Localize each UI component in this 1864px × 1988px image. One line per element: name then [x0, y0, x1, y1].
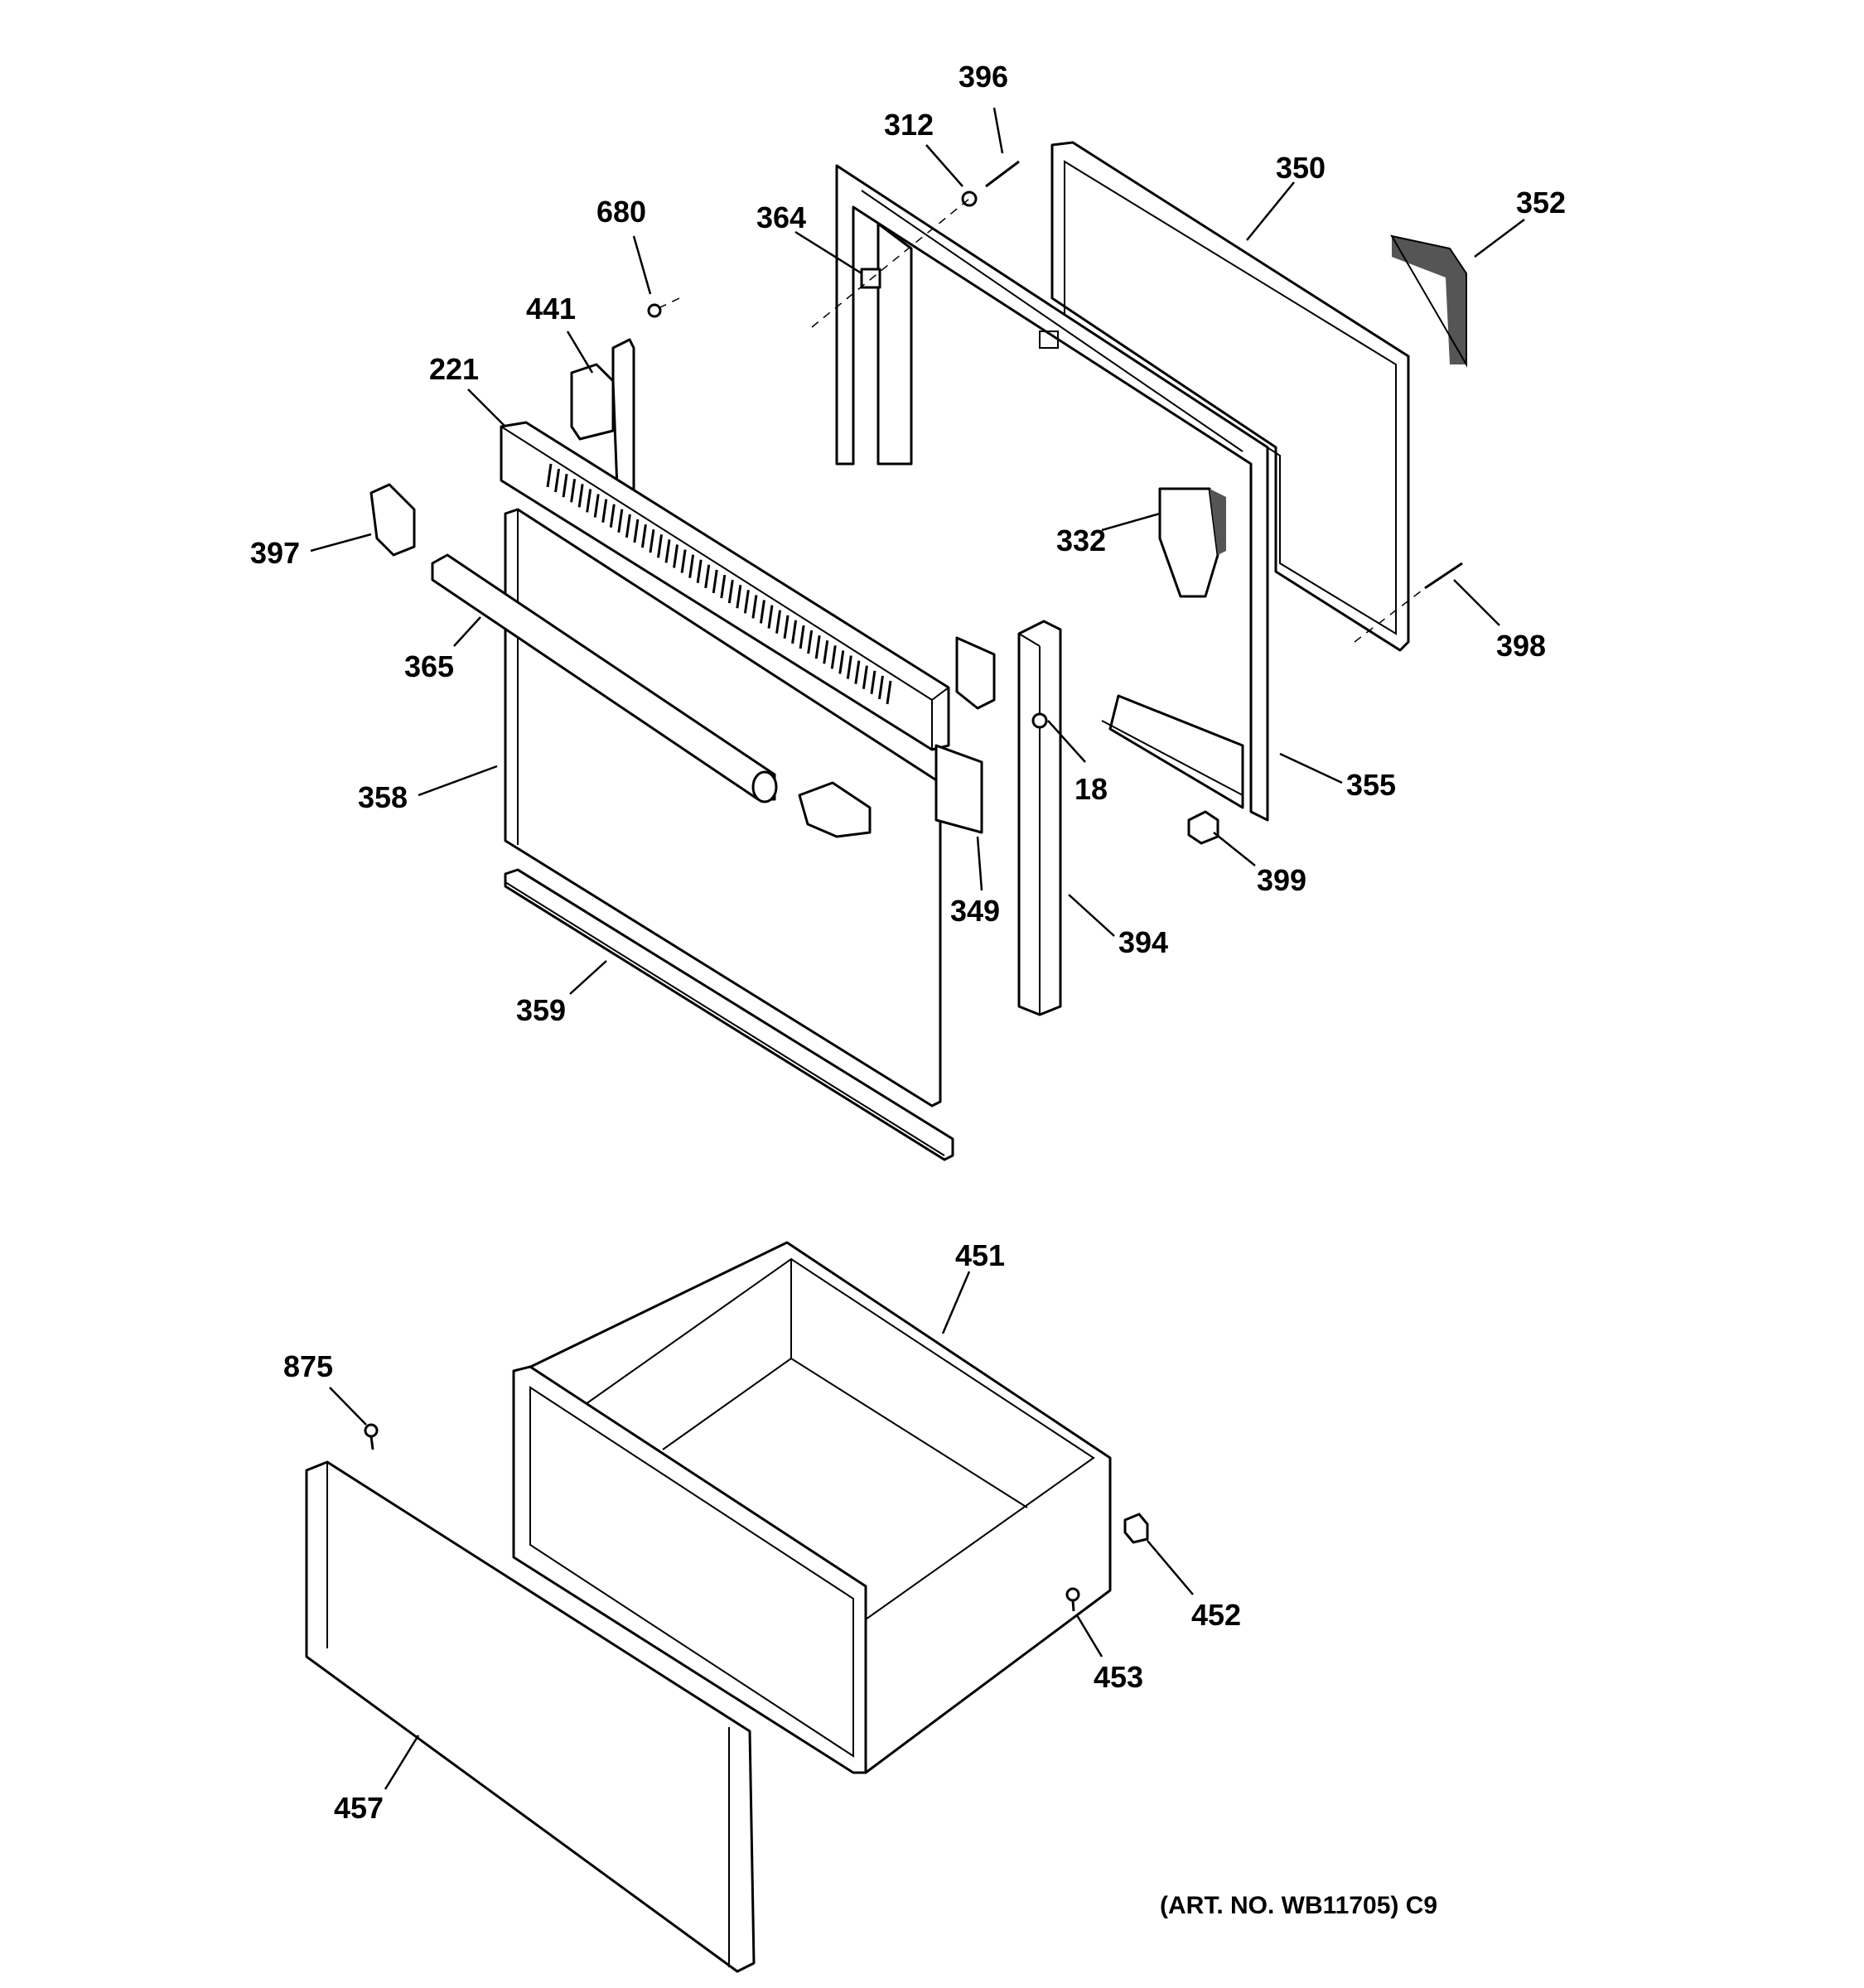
callout-18: 18 [1074, 772, 1108, 806]
part-gasket [1390, 234, 1467, 368]
vent-slot [791, 620, 798, 644]
part-backguard-vents [546, 463, 892, 705]
leader-lines [310, 107, 1525, 1790]
vent-slot [664, 539, 671, 563]
vent-slot [743, 590, 750, 614]
vent-slot [546, 463, 553, 488]
callout-394: 394 [1118, 925, 1168, 959]
callout-352: 352 [1516, 186, 1566, 220]
part-door-frame [835, 164, 1269, 822]
callout-398: 398 [1496, 629, 1546, 663]
part-door-handle [431, 553, 778, 803]
callout-457: 457 [334, 1791, 384, 1825]
callout-350: 350 [1276, 151, 1326, 185]
vent-slot [712, 569, 718, 594]
callout-441: 441 [526, 292, 576, 326]
callout-364: 364 [756, 200, 806, 234]
part-handle-cap [798, 781, 872, 838]
art-number: (ART. NO. WB11705) C9 [1160, 1892, 1437, 1919]
callout-332: 332 [1056, 524, 1106, 557]
callout-397: 397 [250, 536, 300, 570]
part-drawer-inner-front [512, 1365, 867, 1774]
vent-slot [838, 650, 845, 674]
callout-349: 349 [950, 894, 1000, 928]
vent-slot [609, 504, 616, 528]
part-door-panel [504, 508, 942, 1107]
part-bracket-441 [570, 338, 635, 490]
part-bracket-side [955, 636, 996, 710]
vent-slot [775, 610, 781, 634]
vent-slot [720, 574, 727, 599]
vent-slot [633, 519, 640, 543]
vent-slot [799, 625, 805, 649]
vent-slot [736, 585, 742, 609]
part-insulation [1158, 487, 1226, 598]
vent-slot [562, 473, 568, 498]
callout-399: 399 [1257, 863, 1306, 897]
vent-slot [601, 499, 608, 523]
vent-slot [657, 534, 663, 558]
callout-453: 453 [1094, 1660, 1143, 1694]
callout-452: 452 [1191, 1598, 1241, 1632]
part-screw-453 [1065, 1587, 1080, 1612]
vent-slot [886, 680, 892, 705]
part-bottom-trim [504, 868, 954, 1161]
part-screw-398 [1424, 562, 1463, 590]
vent-slot [577, 484, 584, 508]
vent-slot [586, 489, 592, 513]
part-inner-door-panel [1039, 141, 1410, 652]
vent-slot [640, 524, 647, 548]
vent-slot [673, 544, 679, 568]
callout-451: 451 [955, 1238, 1005, 1272]
vent-slot [823, 640, 829, 664]
callout-365: 365 [404, 649, 454, 683]
vent-slot [751, 595, 758, 619]
callout-358: 358 [358, 780, 408, 814]
vent-slot [846, 655, 852, 679]
part-end-cap [369, 483, 416, 557]
vent-slot [554, 468, 561, 493]
part-spacer-364 [860, 268, 881, 289]
part-glide-452 [1123, 1513, 1149, 1544]
part-drawer-front [305, 1460, 756, 1973]
callout-875: 875 [283, 1349, 333, 1383]
callout-396: 396 [959, 60, 1008, 94]
vent-slot [783, 615, 790, 639]
part-insulation-strip [934, 744, 983, 834]
vent-slot [680, 549, 687, 573]
vent-slot [649, 528, 655, 553]
vent-slot [767, 605, 774, 629]
callout-680: 680 [596, 195, 646, 229]
vent-slot [727, 579, 734, 604]
vent-slot [704, 564, 711, 589]
vent-slot [807, 630, 814, 654]
vent-slot [870, 670, 876, 695]
vent-slot [696, 559, 703, 583]
vent-slot [854, 660, 861, 684]
vent-slot [877, 675, 884, 700]
callout-labels: 396 312 350 352 364 680 441 221 397 365 … [250, 60, 1566, 1919]
vent-slot [830, 645, 837, 669]
part-screw-680 [647, 297, 680, 318]
vent-slot [814, 635, 821, 659]
part-clip-399 [1187, 810, 1219, 845]
assembly-lines [811, 198, 1426, 643]
callout-312: 312 [884, 108, 934, 142]
callout-355: 355 [1346, 768, 1396, 802]
vent-slot [625, 514, 631, 538]
callout-221: 221 [429, 352, 479, 386]
part-screw-875 [364, 1423, 379, 1450]
vent-slot [862, 665, 868, 689]
callout-359: 359 [516, 993, 566, 1027]
part-side-trim [1017, 620, 1062, 1016]
vent-slot [759, 600, 765, 624]
part-screw-396 [961, 160, 1020, 207]
vent-slot [570, 479, 577, 503]
vent-slot [593, 494, 600, 518]
part-screw-18 [1031, 712, 1048, 729]
vent-slot [617, 509, 624, 533]
vent-slot [688, 554, 695, 578]
